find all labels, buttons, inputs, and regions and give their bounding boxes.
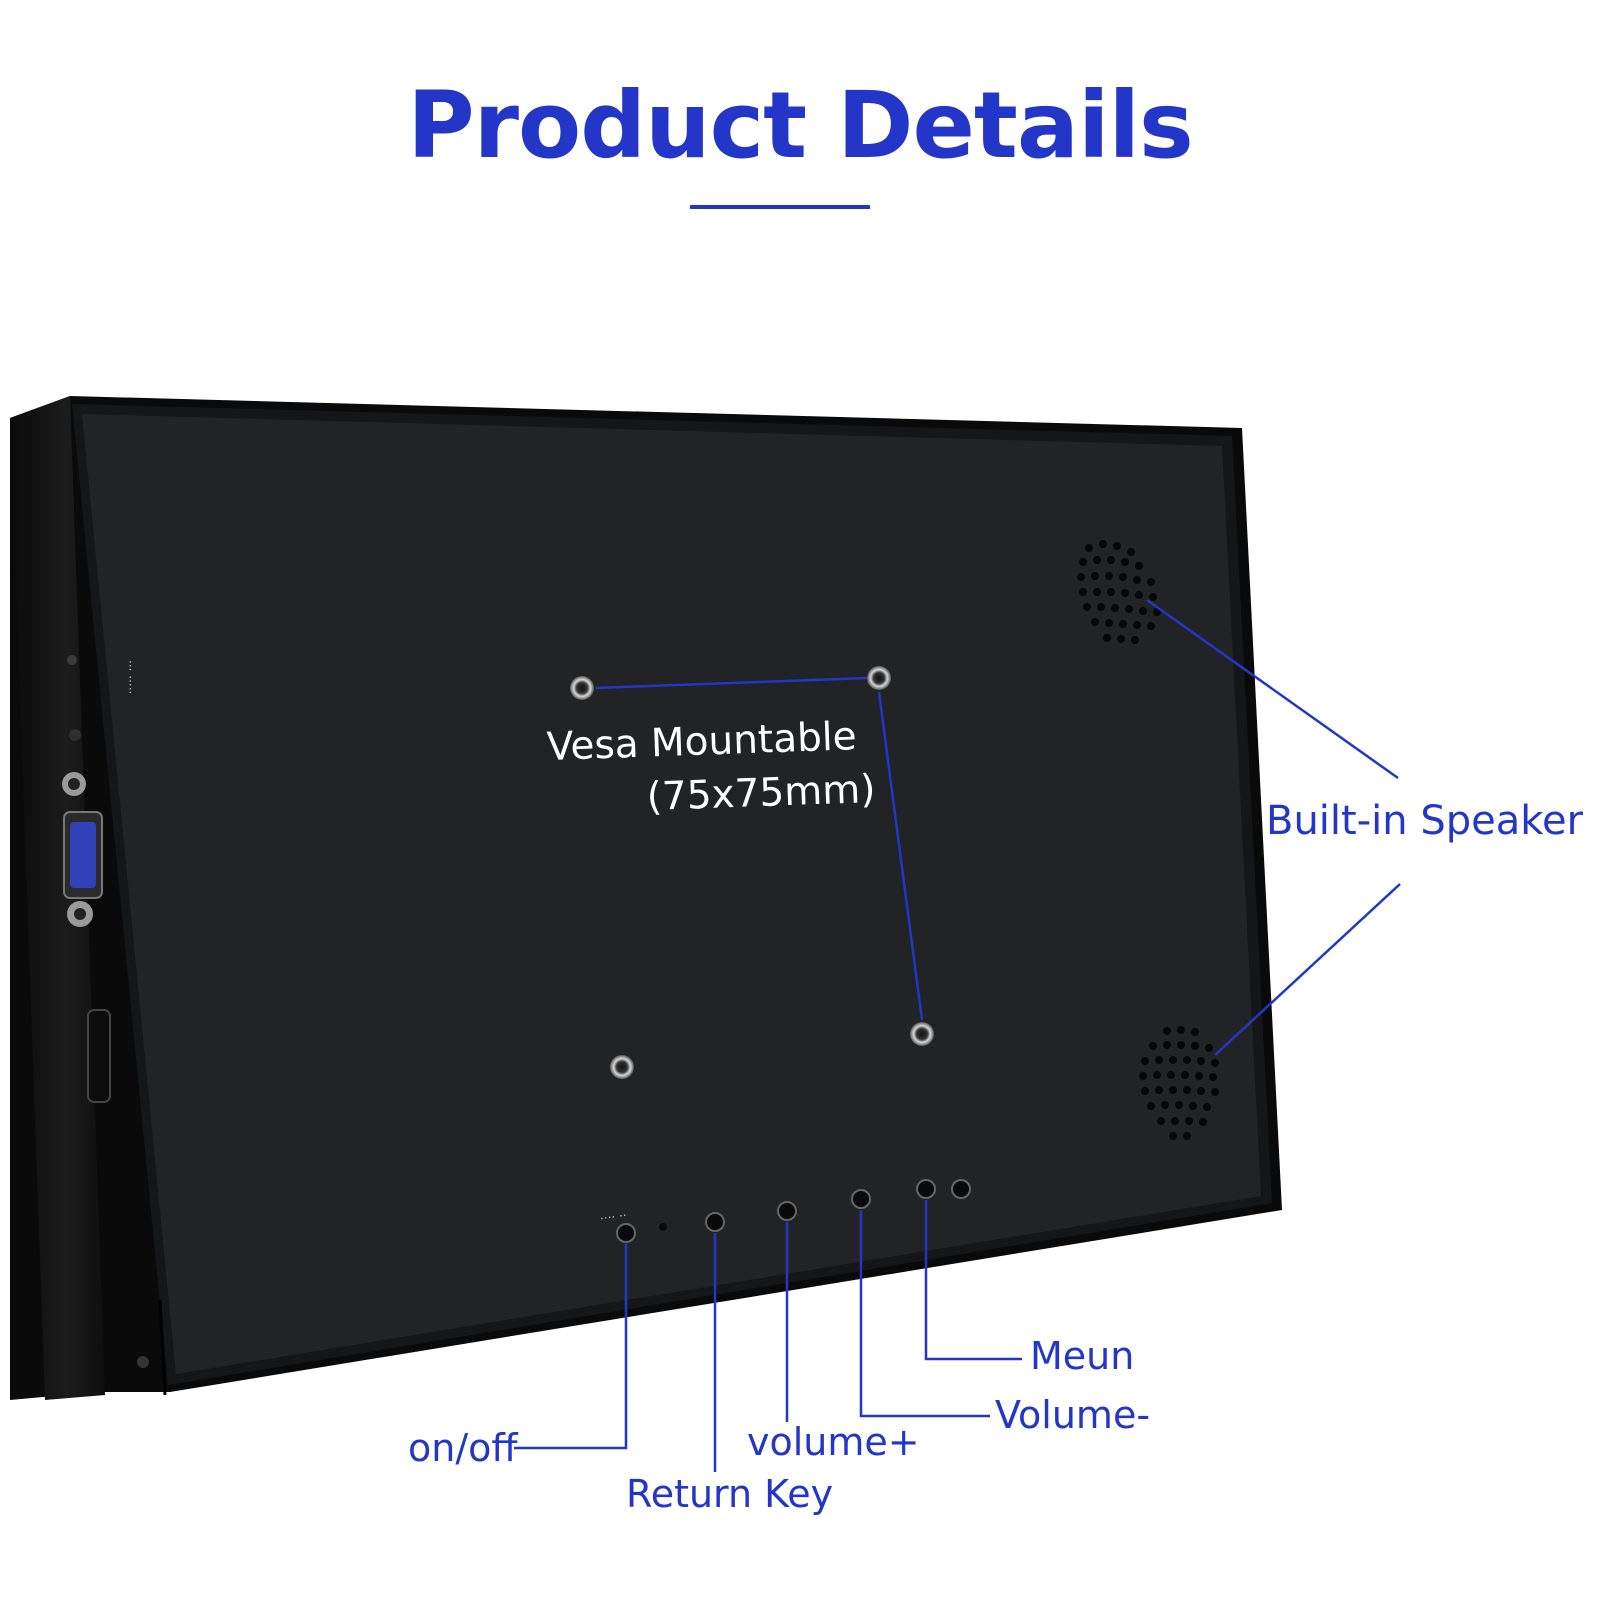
side-ports	[62, 655, 167, 1396]
page-title: Product Details	[407, 72, 1194, 179]
speaker-bottom	[1139, 1026, 1219, 1140]
return-key-label: Return Key	[626, 1472, 834, 1516]
title-underline	[690, 205, 870, 209]
vesa-holes	[570, 666, 934, 1079]
volume-plus-label: volume+	[747, 1420, 920, 1464]
menu-label: Meun	[1030, 1334, 1135, 1378]
side-label-mark: ··· ·····	[123, 660, 137, 695]
speaker-label: Built-in Speaker	[1266, 798, 1584, 844]
volume-minus-label: Volume-	[995, 1393, 1151, 1437]
speaker-top	[1077, 540, 1161, 644]
control-buttons	[616, 1179, 971, 1243]
callout-lines	[514, 598, 1401, 1472]
on-off-label: on/off	[408, 1426, 518, 1470]
vesa-label-line2: (75x75mm)	[646, 767, 877, 820]
monitor-body	[10, 396, 1282, 1400]
